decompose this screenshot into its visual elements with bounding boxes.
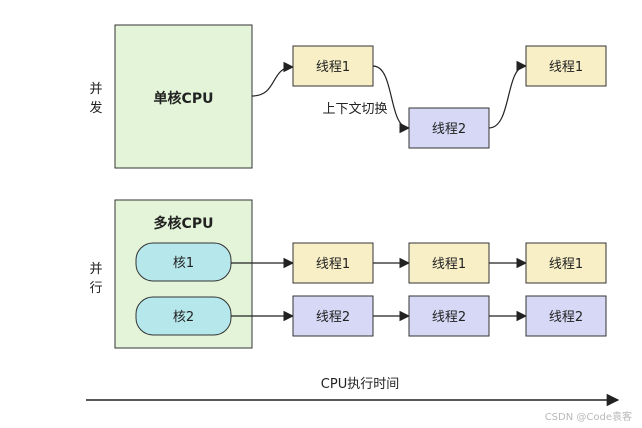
concurrency-thread2-label: 线程2 — [432, 122, 466, 137]
concurrency-side-label-top: 并 — [89, 82, 102, 97]
time-axis-label: CPU执行时间 — [321, 377, 399, 392]
parallelism-side-label-top: 并 — [89, 262, 102, 277]
single-core-cpu-box — [114, 24, 253, 169]
cpu-to-thread1-arrow — [251, 61, 295, 97]
parallelism-side-label-bottom: 行 — [89, 281, 102, 296]
row1-thread-box-3 — [525, 242, 607, 284]
row2-thread-box-3 — [525, 295, 607, 337]
context-switch-label: 上下文切换 — [322, 102, 387, 117]
row2-thread-label-3: 线程2 — [549, 310, 583, 325]
thread1-to-thread2-arrow — [372, 65, 411, 134]
row1-thread-box-2 — [408, 242, 490, 284]
row1-thread-box-1 — [292, 242, 374, 284]
row2-thread-label-2: 线程2 — [432, 310, 466, 325]
single-core-cpu-label: 单核CPU — [154, 90, 214, 107]
row1-thread-label-1: 线程1 — [316, 257, 350, 272]
multi-core-cpu-label: 多核CPU — [154, 215, 214, 232]
core2-label: 核2 — [173, 310, 194, 325]
concurrency-thread1-label: 线程1 — [316, 60, 350, 75]
watermark: CSDN @Code袁客 — [545, 410, 632, 423]
concurrency-thread1-again-box — [525, 45, 607, 87]
core1-label: 核1 — [173, 256, 194, 271]
concurrency-side-label-bottom: 发 — [89, 100, 102, 116]
concurrency-thread1-again-label: 线程1 — [549, 60, 583, 75]
row2-thread-box-2 — [408, 295, 490, 337]
concurrency-thread1-box — [292, 45, 374, 87]
thread2-to-thread1-arrow — [488, 60, 528, 129]
row1-thread-label-2: 线程1 — [432, 257, 466, 272]
row2-thread-label-1: 线程2 — [316, 310, 350, 325]
row1-thread-label-3: 线程1 — [549, 257, 583, 272]
row2-thread-box-1 — [292, 295, 374, 337]
concurrency-thread2-box — [408, 107, 490, 149]
core1-pill — [135, 242, 232, 282]
